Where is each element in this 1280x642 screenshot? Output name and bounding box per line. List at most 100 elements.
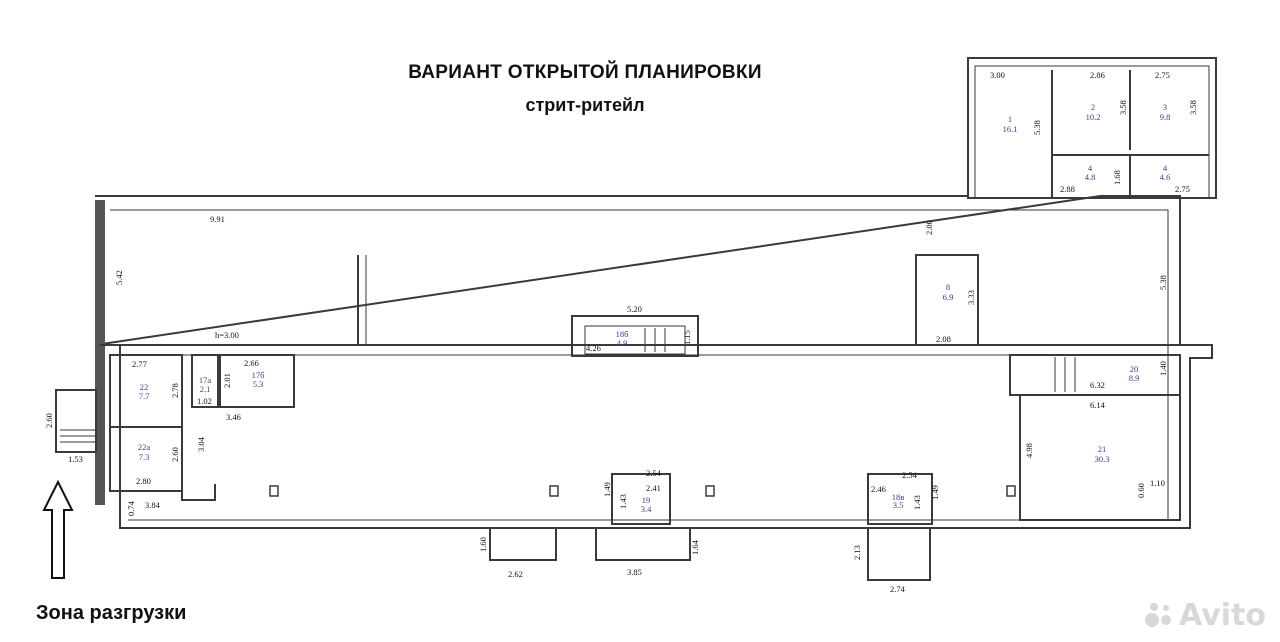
dim-label: 1.68 [1112,170,1122,185]
room-area: 2.1 [200,384,211,394]
room-area: 6.9 [943,292,954,302]
column [549,485,559,497]
dim-label: 3.00 [990,70,1005,80]
dim-label: 1.43 [618,494,628,509]
room-17b [219,354,295,408]
dim-label: 4.26 [586,343,601,353]
room-area: 3.4 [641,504,652,514]
room-area: 10.2 [1086,112,1101,122]
dim-label: 1.40 [1158,361,1168,376]
dim-label: 5.42 [114,270,124,285]
room-area: 5.3 [253,379,264,389]
dim-label: 1.49 [602,482,612,497]
dim-label: 1.60 [478,537,488,552]
room-number: 21 [1098,444,1107,454]
dim-label: 2.46 [871,484,886,494]
dim-label: 3.58 [1118,100,1128,115]
room-area: 4.9 [617,338,628,348]
left-entrance-steps [55,389,97,453]
dim-label: 2.54 [646,468,662,478]
room-area: 8.9 [1129,373,1140,383]
dim-label: 1.10 [1150,478,1165,488]
dim-label: 5.38 [1158,275,1168,290]
room-17a [191,354,219,408]
plan-subtitle: стрит-ритейл [525,95,645,115]
walls [55,57,1217,581]
main-inner-wall [110,209,1169,521]
stair-block [571,315,699,357]
ceiling-height: h=3.00 [215,330,239,340]
porch-left [489,528,557,561]
room-number: 1 [1008,114,1012,124]
dim-label: 1.43 [912,495,922,510]
room-number: 2 [1091,102,1095,112]
porch-right [867,528,931,581]
dim-label: 0.74 [126,500,136,516]
room-8 [915,254,979,346]
dimension-labels: 3.00 2.86 2.75 5.38 3.58 3.58 2.88 1.68 … [44,70,1198,594]
dim-label: 3.85 [627,567,642,577]
room-number: 3 [1163,102,1167,112]
room-area: 9.8 [1160,112,1171,122]
dim-label: 2.88 [1060,184,1075,194]
room-18v [867,473,933,525]
room-number: 18в [892,492,905,502]
dim-label: 1.02 [197,396,212,406]
room-21 [1019,394,1181,521]
room-19 [611,473,671,525]
dim-label: 1.53 [68,454,83,464]
room-labels: 1 16.1 2 10.2 3 9.8 4 4.8 4 4.6 8 6.9 18… [138,102,1170,514]
room-area: 7.7 [139,391,150,401]
dim-label: 2.60 [44,413,54,428]
room-number: 22 [140,382,149,392]
column [1006,485,1016,497]
room-area: 4.8 [1085,172,1096,182]
up-arrow-icon [42,479,74,579]
porch-middle [595,528,691,561]
dim-label: 4.98 [1024,443,1034,458]
column [705,485,715,497]
dim-label: 2.01 [222,373,232,388]
main-outer-wall [94,195,1213,529]
dim-label: 3.84 [145,500,161,510]
dim-label: 2.75 [1155,70,1170,80]
room-22-extension [181,355,216,501]
room-number: 19 [642,495,651,505]
room-area: 7.3 [139,452,150,462]
dim-label: 3.04 [196,436,206,452]
dim-label: 2.60 [170,447,180,462]
dim-label: 9.91 [210,214,225,224]
columns [269,485,1016,497]
room-area: 30.3 [1095,454,1110,464]
room-18b [584,325,686,355]
dim-label: 0.60 [1136,483,1146,498]
dim-label: 3.46 [226,412,241,422]
dim-label: 2.80 [136,476,151,486]
dim-label: 1.49 [930,485,940,500]
avito-dots-icon [1145,601,1175,631]
room-number: 20 [1130,364,1139,374]
dim-label: 2.41 [646,483,661,493]
dim-label: 2.54 [902,470,918,480]
dim-label: 5.38 [1032,120,1042,135]
dim-label: 1.15 [682,330,692,345]
dim-label: 3.58 [1188,100,1198,115]
room-area: 16.1 [1003,124,1018,134]
dim-label: 2.77 [132,359,147,369]
dim-label: 6.14 [1090,400,1106,410]
unloading-zone-label: Зона разгрузки [36,602,187,624]
room-area: 4.6 [1160,172,1171,182]
watermark-text: Avito [1179,598,1266,633]
room-number: 4 [1163,163,1168,173]
dim-label: 2.62 [508,569,523,579]
dim-label: 2.13 [852,545,862,560]
room-number: 18б [616,329,629,339]
room-number: 17б [252,370,265,380]
dim-label: 6.32 [1090,380,1105,390]
dim-label: 2.00 [924,220,934,235]
column [269,485,279,497]
dim-label: 2.74 [890,584,906,594]
room-area: 3.5 [893,500,904,510]
avito-logo-icon: Avito [1145,598,1266,633]
